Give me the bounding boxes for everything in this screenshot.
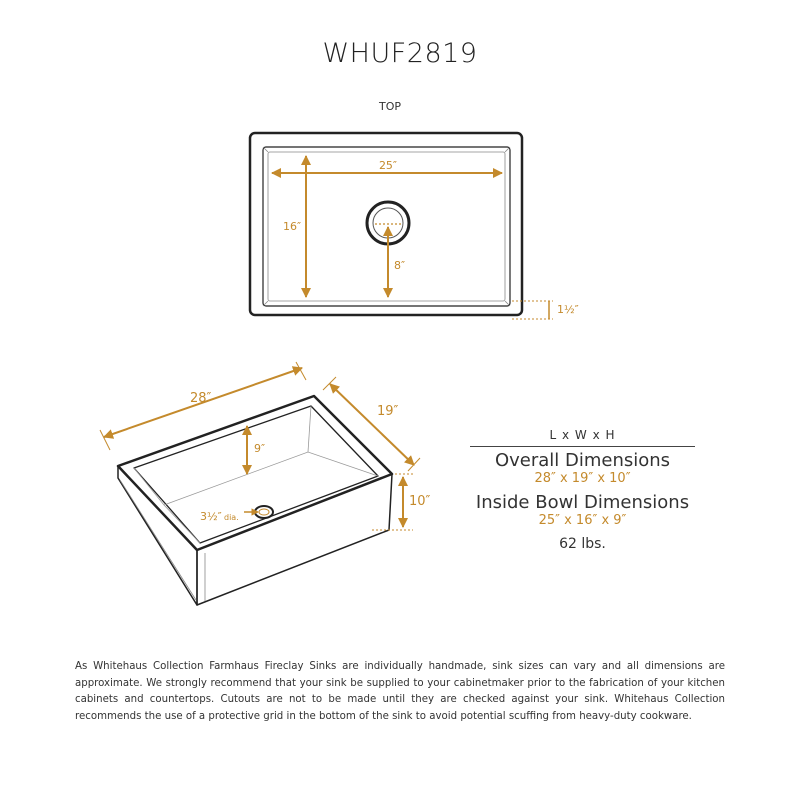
iso-drain-label: 3½″ <box>200 510 222 523</box>
top-drain-offset-label: 8″ <box>394 259 405 272</box>
iso-width-label: 19″ <box>377 404 399 419</box>
top-length-label: 25″ <box>379 159 397 172</box>
bowl-dimensions-value: 25″ x 16″ x 9″ <box>538 513 627 528</box>
weight-value: 62 lbs. <box>559 536 606 552</box>
top-outer-rim <box>248 131 524 317</box>
iso-front-apron <box>196 473 393 606</box>
iso-view: 28″ 19″ 9″ 10″ 3½″ dia. <box>99 361 431 606</box>
iso-top-rim <box>116 394 394 552</box>
top-rim-label: 1½″ <box>557 303 579 316</box>
bowl-dimensions-label: Inside Bowl Dimensions <box>475 492 690 513</box>
lwh-header: L x W x H <box>549 428 616 442</box>
dimension-specs: L x W x H Overall Dimensions 28″ x 19″ x… <box>460 428 705 552</box>
disclaimer-text: As Whitehaus Collection Farmhaus Firecla… <box>75 661 725 722</box>
overall-dimensions-label: Overall Dimensions <box>494 450 671 471</box>
overall-dimensions-value: 28″ x 19″ x 10″ <box>534 471 631 486</box>
top-bowl-edge <box>262 146 511 307</box>
top-bowl-inner <box>267 151 506 302</box>
iso-drain-suffix: dia. <box>224 513 239 522</box>
spec-divider <box>470 446 695 447</box>
iso-length-arrow <box>103 366 303 439</box>
iso-width-arrow <box>329 383 415 466</box>
top-view: 25″ 16″ 8″ 1½″ <box>248 131 579 320</box>
iso-height-label: 10″ <box>409 494 431 509</box>
top-width-label: 16″ <box>283 220 301 233</box>
iso-length-label: 28″ <box>190 391 212 406</box>
product-title: WHUF2819 <box>322 38 478 69</box>
iso-depth-label: 9″ <box>254 442 265 455</box>
top-view-label: TOP <box>378 100 401 113</box>
